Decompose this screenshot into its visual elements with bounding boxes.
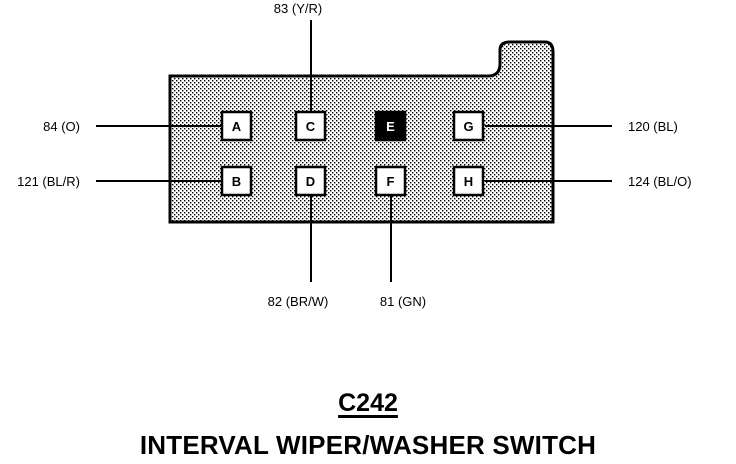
connector-id: C242 (0, 388, 736, 418)
pin-h-letter: H (464, 174, 473, 189)
connector-title: INTERVAL WIPER/WASHER SWITCH (139, 430, 597, 460)
pin-a: A (220, 110, 253, 142)
connector-id-text: C242 (338, 389, 398, 417)
pin-g: G (452, 110, 485, 142)
pin-d: D (294, 165, 327, 197)
wire-label-pin-h: 124 (BL/O) (628, 174, 692, 189)
pin-a-letter: A (232, 119, 242, 134)
pin-g-letter: G (463, 119, 473, 134)
wire-label-pin-b: 121 (BL/R) (17, 174, 80, 189)
wire-label-pin-f: 81 (GN) (380, 294, 426, 309)
pin-e-letter: E (386, 119, 395, 134)
wire-label-pin-g: 120 (BL) (628, 119, 678, 134)
wire-label-pin-d: 82 (BR/W) (268, 294, 329, 309)
wire-label-pin-a: 84 (O) (43, 119, 80, 134)
pin-e: E (374, 110, 407, 142)
pin-b-letter: B (232, 174, 241, 189)
pin-d-letter: D (306, 174, 315, 189)
pin-f: F (374, 165, 407, 197)
wires (96, 20, 612, 282)
pin-h: H (452, 165, 485, 197)
wire-label-pin-c: 83 (Y/R) (274, 1, 322, 16)
pin-c-letter: C (306, 119, 316, 134)
pin-f-letter: F (387, 174, 395, 189)
pin-c: C (294, 110, 327, 142)
pin-b: B (220, 165, 253, 197)
